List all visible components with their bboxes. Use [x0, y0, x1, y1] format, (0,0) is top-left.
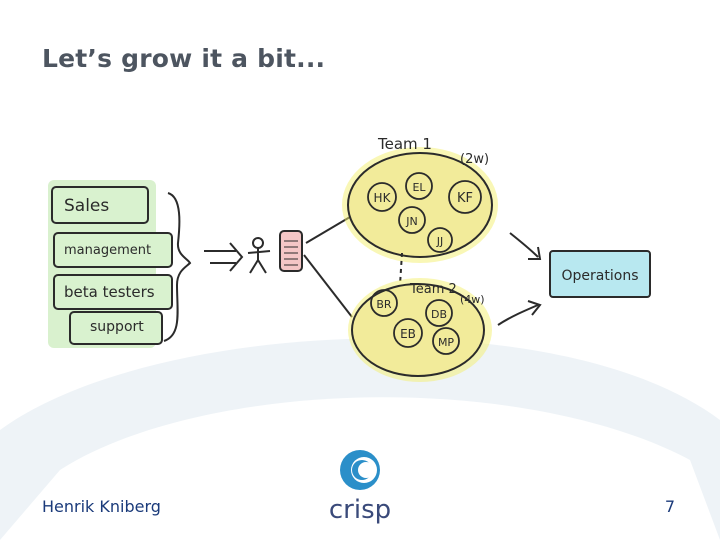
- stakeholder-support: support: [69, 311, 163, 345]
- author-name: Henrik Kniberg: [42, 497, 161, 516]
- stakeholder-label: Sales: [64, 196, 109, 216]
- arrow-to-product-owner: [204, 242, 244, 272]
- slide-title: Let’s grow it a bit...: [42, 44, 326, 73]
- product-owner-figure: [247, 237, 271, 274]
- page-number: 7: [664, 497, 675, 516]
- stakeholder-management: management: [53, 232, 173, 268]
- team-1-label: Team 1: [377, 135, 432, 153]
- backlog-icon: [279, 230, 303, 272]
- operations-label: Operations: [562, 268, 639, 284]
- stakeholder-sales: Sales: [51, 186, 149, 224]
- member-db: DB: [431, 308, 447, 321]
- member-el: EL: [412, 181, 426, 194]
- crisp-logo: crisp: [329, 450, 391, 525]
- team-1: Team 1 (2w) HK EL KF JN JJ: [342, 135, 498, 263]
- team-2: Team 2 (4w) BR DB EB MP: [348, 278, 492, 382]
- operations-box: Operations: [549, 250, 651, 298]
- logo-wordmark: crisp: [329, 495, 391, 525]
- member-jn: JN: [405, 215, 417, 228]
- stakeholder-beta-testers: beta testers: [53, 274, 173, 310]
- arrows-to-operations: [497, 232, 542, 326]
- member-eb: EB: [400, 327, 416, 341]
- member-jj: JJ: [436, 235, 444, 248]
- team-1-sprint: (2w): [460, 152, 489, 167]
- stakeholder-label: beta testers: [64, 283, 155, 301]
- member-hk: HK: [374, 191, 392, 205]
- team-diagram: Sales management beta testers support: [48, 135, 651, 382]
- member-kf: KF: [457, 191, 473, 206]
- member-br: BR: [376, 298, 392, 311]
- stakeholder-list: Sales management beta testers support: [48, 180, 192, 348]
- team-2-label: Team 2: [409, 282, 457, 297]
- member-mp: MP: [438, 336, 454, 349]
- stakeholder-label: management: [64, 243, 151, 258]
- stakeholder-label: support: [90, 319, 144, 335]
- team-2-sprint: (4w): [460, 293, 485, 306]
